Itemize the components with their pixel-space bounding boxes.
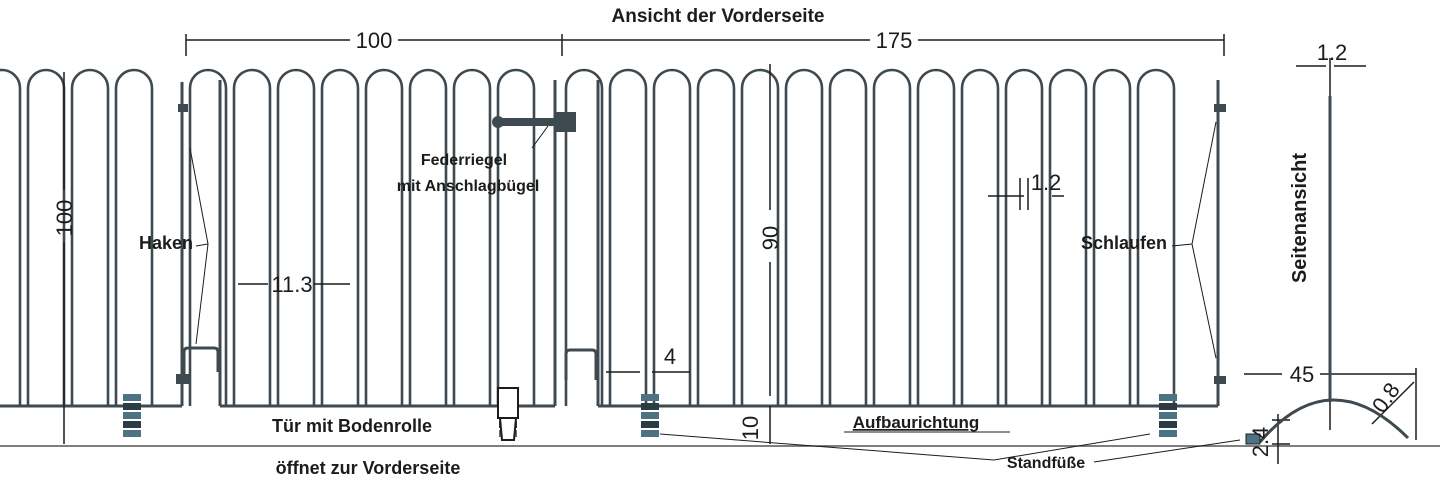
fence-loop-bar	[364, 68, 404, 406]
fence-loop-bar	[114, 68, 154, 406]
fence-loop-bar	[696, 68, 736, 406]
fence-loop-bar	[0, 68, 22, 406]
panel-width-dim: 175	[876, 28, 913, 53]
fence-bars	[0, 68, 1176, 406]
fence-loop-bar	[740, 68, 780, 406]
dimension-lines	[63, 34, 1417, 464]
leader-lines	[189, 121, 1241, 463]
door-label-1: Tür mit Bodenrolle	[272, 416, 432, 436]
fence-loop-bar	[1092, 68, 1132, 406]
bar-thickness-dim: 1.2	[1031, 170, 1062, 195]
spring-bolt-bar	[500, 118, 576, 126]
side-view-foot	[1245, 96, 1410, 445]
fence-loop-bar	[916, 68, 956, 406]
stand-foot	[641, 394, 659, 437]
spring-bolt-label-2: mit Anschlagbügel	[397, 178, 540, 195]
fence-loop-bar	[452, 68, 492, 406]
door-hook-left	[182, 346, 220, 378]
panel-height-dim: 90	[758, 226, 783, 250]
fence-loop-bar	[828, 68, 868, 406]
lower-hook	[176, 374, 190, 384]
panel-frames	[0, 80, 1220, 408]
fence-loop-bar	[26, 68, 66, 406]
lower-loop	[1214, 376, 1226, 384]
fence-loop-bar	[564, 68, 604, 406]
door-height-dim: 100	[52, 200, 77, 237]
foot-offset-dim: 4	[664, 344, 676, 369]
fence-loop-bar	[408, 68, 448, 406]
fence-loop-bar	[232, 68, 272, 406]
stand-foot	[1159, 394, 1177, 437]
fence-loop-bar	[320, 68, 360, 406]
door-label-2: öffnet zur Vorderseite	[276, 458, 461, 478]
foot-width-dim: 45	[1290, 362, 1314, 387]
side-thickness-dim: 1.2	[1317, 40, 1348, 65]
loops-label: Schlaufen	[1081, 233, 1167, 253]
fence-loop-bar	[652, 68, 692, 406]
fence-loop-bar	[1136, 68, 1176, 406]
side-view-label: Seitenansicht	[1289, 153, 1311, 283]
bar-spacing-dim: 11.3	[271, 272, 312, 297]
fence-loop-bar	[784, 68, 824, 406]
assembly-direction-label: Aufbaurichtung	[853, 413, 980, 432]
hardware	[176, 104, 1226, 384]
panel-hook-left	[564, 348, 598, 380]
fence-loop-bar	[188, 68, 228, 406]
spring-bolt-housing	[556, 112, 576, 132]
upper-hook	[178, 104, 188, 112]
stand-feet-label: Standfüße	[1007, 455, 1085, 472]
stand-foot	[123, 394, 141, 437]
spring-bolt-knob	[492, 116, 504, 128]
spring-bolt-label-1: Federriegel	[421, 152, 507, 169]
bottom-gap-dim: 10	[738, 416, 763, 440]
fence-loop-bar	[608, 68, 648, 406]
fence-loop-bar	[960, 68, 1000, 406]
foot-height-dim: 2.4	[1248, 427, 1273, 458]
fence-loop-bar	[496, 68, 536, 406]
door-width-dim: 100	[356, 28, 393, 53]
upper-loop	[1214, 104, 1226, 112]
fence-loop-bar	[1048, 68, 1088, 406]
fence-loop-bar	[872, 68, 912, 406]
fence-loop-bar	[276, 68, 316, 406]
fence-loop-bar	[70, 68, 110, 406]
view-title: Ansicht der Vorderseite	[612, 6, 825, 27]
hook-label: Haken	[139, 233, 193, 253]
door-roller	[497, 387, 519, 441]
fence-loop-bar	[1004, 68, 1044, 406]
